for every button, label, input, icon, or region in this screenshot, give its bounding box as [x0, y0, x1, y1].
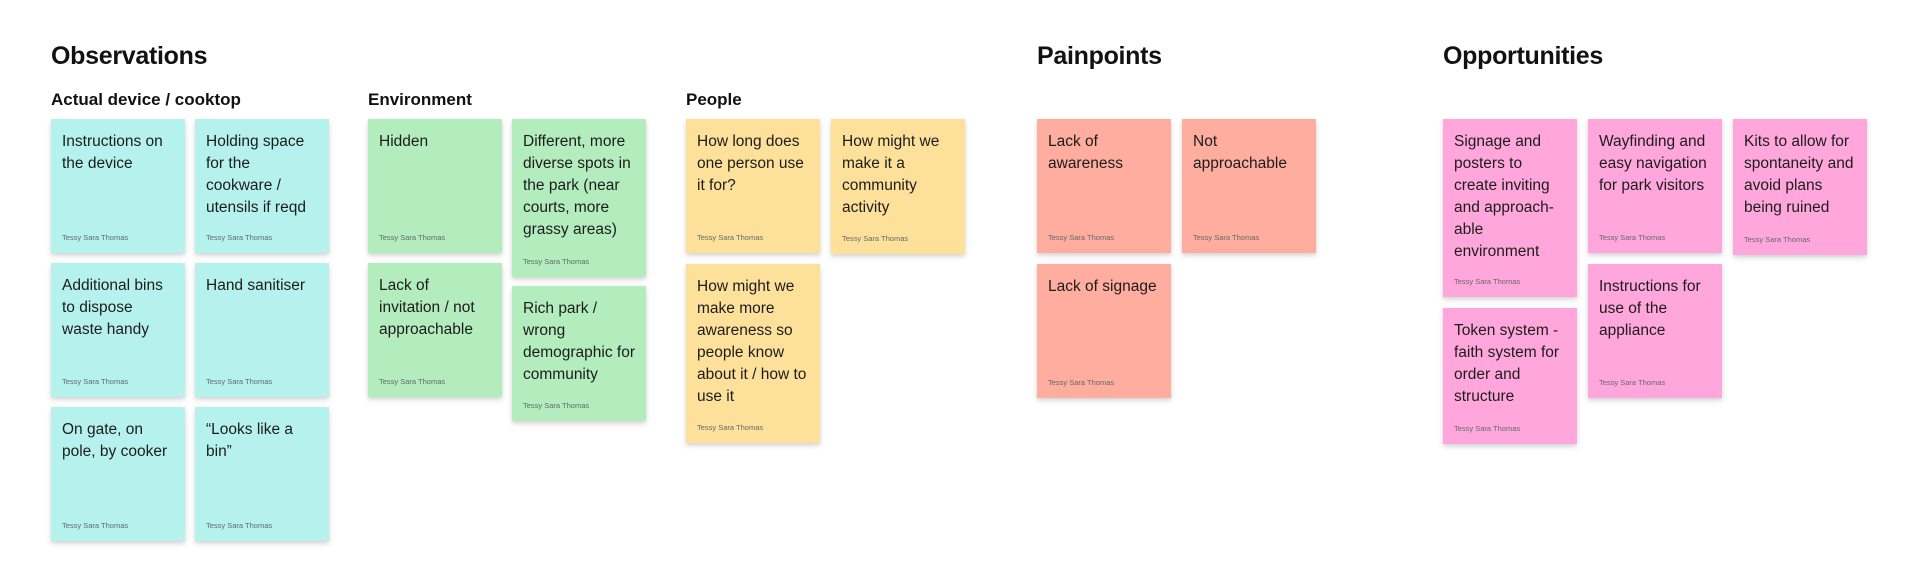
sticky-note-author: Tessy Sara Thomas: [697, 423, 764, 432]
group-title-environment: Environment: [368, 90, 472, 109]
sticky-note-author: Tessy Sara Thomas: [62, 377, 129, 386]
sticky-note-author: Tessy Sara Thomas: [206, 233, 273, 242]
sticky-note-author: Tessy Sara Thomas: [62, 233, 129, 242]
sticky-note[interactable]: On gate, on pole, by cooker Tessy Sara T…: [51, 407, 185, 541]
sticky-note-text: Different, more diverse spots in the par…: [523, 133, 631, 238]
sticky-note[interactable]: Lack of signage Tessy Sara Thomas: [1037, 264, 1171, 398]
sticky-note[interactable]: Signage and posters to create inviting a…: [1443, 119, 1577, 297]
sticky-note[interactable]: How might we make it a community activit…: [831, 119, 965, 254]
section-title-observations: Observations: [51, 42, 208, 70]
sticky-note-author: Tessy Sara Thomas: [697, 233, 764, 242]
sticky-note-text: Instructions on the device: [62, 133, 163, 172]
sticky-note-text: Lack of signage: [1048, 278, 1157, 295]
sticky-note-author: Tessy Sara Thomas: [379, 233, 446, 242]
sticky-note[interactable]: Hand sanitiser Tessy Sara Thomas: [195, 263, 329, 397]
sticky-note-text: On gate, on pole, by cooker: [62, 421, 168, 460]
sticky-note-text: Lack of awareness: [1048, 133, 1123, 172]
sticky-note-author: Tessy Sara Thomas: [1193, 233, 1260, 242]
sticky-note-author: Tessy Sara Thomas: [523, 257, 590, 266]
sticky-note[interactable]: Holding space for the cookware / utensil…: [195, 119, 329, 253]
sticky-note-text: Rich park / wrong demographic for commun…: [523, 300, 636, 383]
sticky-note-author: Tessy Sara Thomas: [379, 377, 446, 386]
group-title-device: Actual device / cooktop: [51, 90, 241, 109]
sticky-note[interactable]: Wayfinding and easy navigation for park …: [1588, 119, 1722, 253]
sticky-note-text: Lack of invitation / not approachable: [379, 277, 475, 338]
sticky-note-author: Tessy Sara Thomas: [1744, 235, 1811, 244]
sticky-note-text: Hand sanitiser: [206, 277, 306, 294]
sticky-note-author: Tessy Sara Thomas: [1048, 233, 1115, 242]
sticky-note-text: Kits to allow for spontaneity and avoid …: [1744, 133, 1854, 216]
group-title-people: People: [686, 90, 742, 109]
sticky-note-author: Tessy Sara Thomas: [1048, 378, 1115, 387]
sticky-note[interactable]: Instructions on the device Tessy Sara Th…: [51, 119, 185, 253]
sticky-note-author: Tessy Sara Thomas: [1599, 378, 1666, 387]
sticky-note-author: Tessy Sara Thomas: [842, 234, 909, 243]
sticky-note-text: Additional bins to dispose waste handy: [62, 277, 163, 338]
sticky-note-text: Instructions for use of the appliance: [1599, 278, 1701, 339]
sticky-note[interactable]: Kits to allow for spontaneity and avoid …: [1733, 119, 1867, 255]
sticky-note-author: Tessy Sara Thomas: [1454, 424, 1521, 433]
sticky-note-text: Holding space for the cookware / utensil…: [206, 133, 306, 216]
sticky-note[interactable]: Lack of awareness Tessy Sara Thomas: [1037, 119, 1171, 253]
section-title-painpoints: Painpoints: [1037, 42, 1162, 70]
sticky-note-text: Hidden: [379, 133, 429, 150]
sticky-note[interactable]: “Looks like a bin” Tessy Sara Thomas: [195, 407, 329, 541]
sticky-note-text: How might we make more awareness so peop…: [697, 278, 807, 405]
section-title-opportunities: Opportunities: [1443, 42, 1603, 70]
sticky-note-text: Token system - faith system for order an…: [1454, 322, 1560, 405]
sticky-note[interactable]: Different, more diverse spots in the par…: [512, 119, 646, 277]
sticky-note-text: “Looks like a bin”: [206, 421, 294, 460]
sticky-note[interactable]: Additional bins to dispose waste handy T…: [51, 263, 185, 397]
sticky-note-author: Tessy Sara Thomas: [523, 401, 590, 410]
sticky-note[interactable]: How might we make more awareness so peop…: [686, 264, 820, 443]
sticky-note[interactable]: Lack of invitation / not approachable Te…: [368, 263, 502, 397]
sticky-note-text: How might we make it a community activit…: [842, 133, 940, 216]
sticky-note[interactable]: Hidden Tessy Sara Thomas: [368, 119, 502, 253]
sticky-note-author: Tessy Sara Thomas: [1454, 277, 1521, 286]
sticky-note[interactable]: Token system - faith system for order an…: [1443, 308, 1577, 444]
sticky-note[interactable]: Instructions for use of the appliance Te…: [1588, 264, 1722, 398]
sticky-note-author: Tessy Sara Thomas: [206, 377, 273, 386]
sticky-note-author: Tessy Sara Thomas: [206, 521, 273, 530]
sticky-note-text: Wayfinding and easy navigation for park …: [1599, 133, 1707, 194]
sticky-note-text: How long does one person use it for?: [697, 133, 804, 194]
sticky-note-text: Not approachable: [1193, 133, 1287, 172]
sticky-note[interactable]: Not approachable Tessy Sara Thomas: [1182, 119, 1316, 253]
sticky-note[interactable]: How long does one person use it for? Tes…: [686, 119, 820, 253]
sticky-note-author: Tessy Sara Thomas: [62, 521, 129, 530]
sticky-note-text: Signage and posters to create inviting a…: [1454, 133, 1554, 260]
sticky-note-author: Tessy Sara Thomas: [1599, 233, 1666, 242]
sticky-note[interactable]: Rich park / wrong demographic for commun…: [512, 286, 646, 421]
